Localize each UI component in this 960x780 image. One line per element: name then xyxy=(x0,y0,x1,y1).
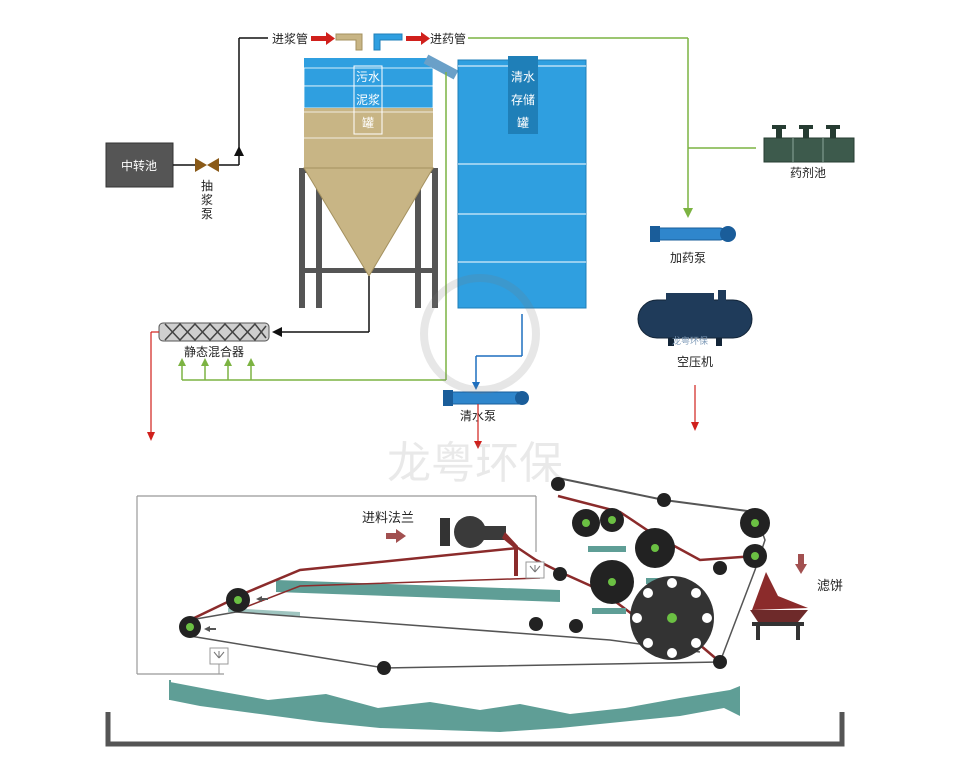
roller xyxy=(600,508,624,532)
filter-cake-label: 滤饼 xyxy=(817,579,843,594)
roller xyxy=(713,655,727,669)
chem-inlet-label: 进药管 xyxy=(430,31,466,46)
mixer-feed-pipe xyxy=(272,276,370,337)
slurry-inlet-label: 进浆管 xyxy=(272,31,308,46)
air-compressor: 龙粤环保 xyxy=(637,290,753,347)
dosing-pump xyxy=(650,226,736,242)
water-tank-label-2: 存储 xyxy=(511,92,535,107)
static-mixer xyxy=(158,322,270,342)
feed-flange-arrow xyxy=(386,529,406,543)
drain-tray-1 xyxy=(276,580,560,602)
chem-pool-label: 药剂池 xyxy=(790,165,826,180)
mixer-outlet-pipe xyxy=(147,331,159,441)
pressure-drum xyxy=(630,576,714,660)
roller xyxy=(635,528,675,568)
sludge-tank-label-1: 污水 xyxy=(356,70,380,84)
roller xyxy=(572,509,600,537)
clean-water-pump xyxy=(443,390,529,406)
slurry-pump-icon xyxy=(195,158,219,172)
roller xyxy=(529,617,543,631)
roller xyxy=(551,477,565,491)
filter-cake-hopper xyxy=(750,572,808,640)
filter-cake-arrow xyxy=(795,554,807,574)
water-tank-label-1: 清水 xyxy=(511,70,535,84)
sludge-tank-label-3: 罐 xyxy=(362,116,374,130)
clean-pump-outlet-arrow xyxy=(474,404,482,449)
roller xyxy=(743,544,767,568)
chem-pipe xyxy=(468,37,756,218)
roller xyxy=(740,508,770,538)
slurry-inlet-arrow xyxy=(311,32,335,45)
collection-trough xyxy=(105,712,845,747)
clean-water-pipe xyxy=(472,314,523,390)
water-tank xyxy=(457,56,587,309)
roller xyxy=(657,493,671,507)
slurry-inlet-pipe xyxy=(335,33,363,51)
chem-inlet-pipe xyxy=(373,33,403,51)
water-tank-label-3: 罐 xyxy=(517,116,529,130)
slurry-pipe xyxy=(173,37,268,166)
spray-nozzle-1 xyxy=(525,561,545,579)
overflow-pipe xyxy=(423,54,459,80)
dosing-pump-label: 加药泵 xyxy=(670,251,706,265)
watermark: 龙粤环保 xyxy=(387,274,563,489)
spray-nozzle-2 xyxy=(209,647,229,665)
roller xyxy=(553,567,567,581)
mixer-chem-pipe xyxy=(178,72,447,381)
compressor-label: 空压机 xyxy=(677,355,713,369)
roller xyxy=(713,561,727,575)
pump-label-1: 抽 xyxy=(201,179,213,193)
chem-inlet-arrow xyxy=(406,32,430,45)
roller xyxy=(590,560,634,604)
transfer-tank: 中转池 xyxy=(105,142,174,188)
chem-pool xyxy=(763,125,855,163)
compressor-badge: 龙粤环保 xyxy=(672,335,708,347)
pump-label-2: 浆 xyxy=(201,192,213,207)
roller xyxy=(377,661,391,675)
feed-flange xyxy=(440,516,518,576)
watermark-text: 龙粤环保 xyxy=(387,438,563,489)
sludge-tank xyxy=(299,58,438,308)
roller xyxy=(179,616,201,638)
transfer-tank-label: 中转池 xyxy=(121,158,157,173)
rollers xyxy=(179,477,770,675)
sludge-tank-label-2: 泥浆 xyxy=(356,92,380,107)
roller xyxy=(226,588,250,612)
press-frame xyxy=(136,495,537,675)
roller xyxy=(569,619,583,633)
pump-label-3: 泵 xyxy=(201,207,213,221)
compressor-outlet-arrow xyxy=(691,385,699,431)
filtrate-basin xyxy=(170,682,740,732)
static-mixer-label: 静态混合器 xyxy=(184,344,244,359)
feed-flange-label: 进料法兰 xyxy=(362,511,414,526)
